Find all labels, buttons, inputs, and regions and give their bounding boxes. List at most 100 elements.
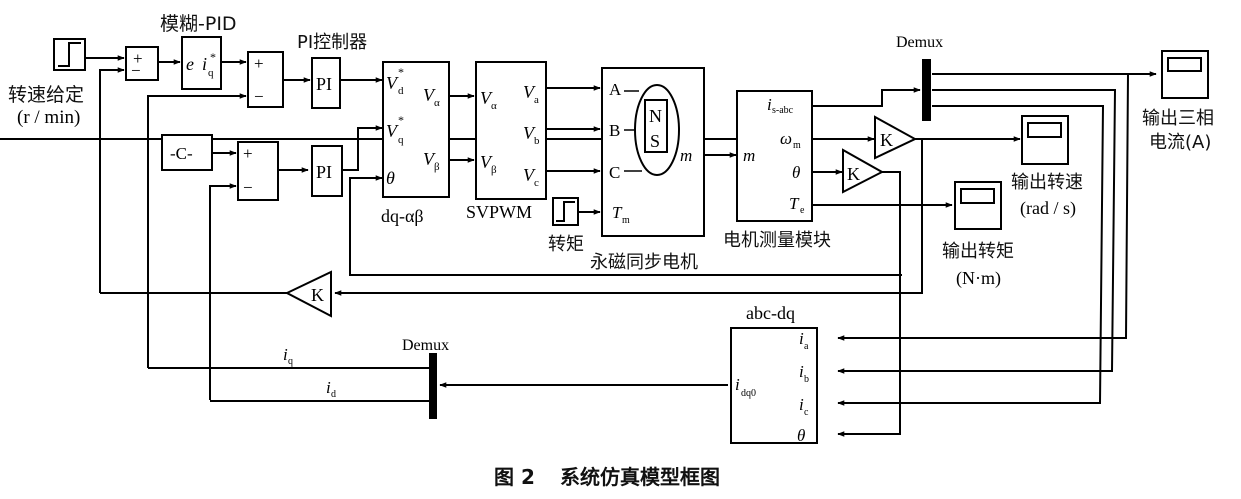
- svpwm-in-vbeta: V: [480, 152, 493, 172]
- pi1-block[interactable]: PI: [311, 57, 341, 109]
- dq-in-vd-sup: *: [398, 65, 404, 79]
- abcdq-in-ia-sub: a: [804, 341, 809, 352]
- scope-speed-label: 输出转速: [1011, 172, 1083, 193]
- svpwm-in-valpha-sub: α: [491, 100, 497, 112]
- constant-label: -C-: [170, 144, 193, 163]
- scope-current-block[interactable]: 输出三相 电流(A): [1142, 50, 1214, 153]
- scope-icon: [1021, 115, 1069, 165]
- pmsm-block[interactable]: A B C T m N S m 永磁同步电机: [590, 67, 705, 273]
- sum2-block[interactable]: + −: [247, 51, 284, 108]
- dq-in-vq-sup: *: [398, 113, 404, 127]
- wire-theta-dq: [349, 175, 902, 276]
- abc-dq-block[interactable]: abc-dq i a i b i c θ i dq0: [730, 303, 818, 445]
- abc-dq-title: abc-dq: [746, 303, 795, 323]
- demux-top-block[interactable]: Demux: [896, 34, 943, 121]
- signal-iq-sub: q: [288, 356, 293, 367]
- pi2-label: PI: [316, 162, 332, 182]
- magnet-icon: N S: [624, 84, 680, 176]
- abcdq-in-ib-sub: b: [804, 374, 809, 385]
- gain-feedback-label: K: [311, 285, 324, 305]
- scope-icon: [1161, 50, 1209, 99]
- fuzzy-out-sub: q: [208, 67, 214, 79]
- abcdq-in-ic-sub: c: [804, 407, 809, 418]
- scope-speed-block[interactable]: 输出转速 (rad / s): [1011, 115, 1083, 219]
- pi2-block[interactable]: PI: [311, 145, 343, 197]
- gain-feedback-block[interactable]: K: [284, 270, 332, 318]
- pmsm-in-b: B: [609, 121, 620, 140]
- gain-theta-block[interactable]: K: [842, 148, 885, 194]
- svpwm-out-vc-sub: c: [534, 177, 539, 189]
- wire-theta-abcdq: [837, 171, 901, 437]
- abcdq-in-theta: θ: [797, 426, 805, 445]
- caption-text: 系统仿真模型框图: [560, 465, 720, 489]
- figure-caption: 图 2 系统仿真模型框图: [494, 465, 720, 489]
- measurement-block[interactable]: m i s-abc ω m θ T e 电机测量模块: [723, 90, 831, 251]
- demux-bottom-label: Demux: [402, 337, 449, 354]
- wires: [0, 55, 1157, 437]
- torque-step-label: 转矩: [548, 234, 584, 255]
- dq-in-vd: V: [386, 73, 399, 93]
- sum3-minus: −: [243, 178, 253, 197]
- scope-current-unit: 电流(A): [1149, 132, 1211, 153]
- dq-out-vbeta-sub: β: [434, 161, 440, 173]
- sum3-block[interactable]: + −: [237, 141, 279, 201]
- abcdq-in-ic: i: [799, 395, 804, 414]
- scope-icon: [954, 181, 1002, 230]
- dq-alphabeta-block[interactable]: V d * V q * θ V α V β dq-αβ: [381, 61, 450, 226]
- signal-id-label: i: [326, 378, 331, 397]
- sum2-plus: +: [254, 54, 264, 73]
- dq-out-vbeta: V: [423, 149, 436, 169]
- svpwm-title: SVPWM: [466, 202, 532, 222]
- pmsm-in-a: A: [609, 80, 622, 99]
- svpwm-block[interactable]: V α V β V a V b V c SVPWM: [466, 61, 547, 222]
- svpwm-out-vc: V: [523, 165, 536, 185]
- dq-out-valpha-sub: α: [434, 97, 440, 109]
- sum1-plus: +: [133, 49, 143, 68]
- wire-pi2-dq: [342, 125, 383, 171]
- sum1-block[interactable]: + −: [125, 46, 159, 81]
- speed-reference-block[interactable]: 转速给定 (r / min): [8, 38, 86, 128]
- measure-out-theta: θ: [792, 163, 800, 182]
- measure-out-omega: ω: [780, 129, 792, 148]
- abcdq-out-idq0-sub: dq0: [741, 388, 756, 399]
- signal-id-sub: d: [331, 389, 336, 400]
- dq-in-vd-sub: d: [398, 85, 404, 97]
- dq-in-vq-sub: q: [398, 134, 404, 146]
- sum3-plus: +: [243, 144, 253, 163]
- pmsm-out-m: m: [680, 146, 692, 165]
- svpwm-out-va: V: [523, 82, 536, 102]
- sum2-minus: −: [254, 87, 264, 106]
- scope-torque-unit: (N·m): [956, 268, 1001, 289]
- signal-iq-label: i: [283, 345, 288, 364]
- torque-step-block[interactable]: 转矩: [548, 197, 584, 255]
- pmsm-in-c: C: [609, 163, 620, 182]
- svpwm-in-valpha: V: [480, 88, 493, 108]
- magnet-s: S: [650, 131, 660, 151]
- sum1-minus: −: [131, 61, 141, 80]
- measure-out-is-sub: s-abc: [772, 105, 794, 116]
- demux-bottom-bar[interactable]: [429, 353, 437, 419]
- abcdq-out-idq0: i: [735, 375, 740, 394]
- demux-top-bar[interactable]: [922, 59, 931, 121]
- svpwm-out-vb-sub: b: [534, 135, 540, 147]
- demux-bottom-block[interactable]: Demux: [402, 337, 449, 419]
- fuzzy-pid-block[interactable]: 模糊-PID e i q *: [160, 13, 237, 90]
- gain-speed-block[interactable]: K: [874, 115, 918, 160]
- wire-ib: [837, 89, 1117, 374]
- scope-current-label: 输出三相: [1142, 108, 1214, 129]
- svpwm-in-vbeta-sub: β: [491, 164, 497, 176]
- wire-id-sum3: [209, 183, 237, 400]
- abcdq-in-ia: i: [799, 329, 804, 348]
- pmsm-in-tm-sub: m: [622, 215, 630, 226]
- speed-ref-unit: (r / min): [17, 107, 80, 128]
- wire-ia: [837, 73, 1129, 341]
- demux-top-label: Demux: [896, 34, 943, 51]
- pmsm-title: 永磁同步电机: [590, 252, 698, 273]
- svpwm-out-vb: V: [523, 123, 536, 143]
- svpwm-out-va-sub: a: [534, 94, 539, 106]
- pmsm-in-tm: T: [612, 203, 623, 222]
- wire-iq-sum2: [147, 93, 247, 368]
- abcdq-in-ib: i: [799, 362, 804, 381]
- scope-torque-block[interactable]: 输出转矩 (N·m): [942, 181, 1014, 289]
- constant-block[interactable]: -C-: [161, 134, 213, 171]
